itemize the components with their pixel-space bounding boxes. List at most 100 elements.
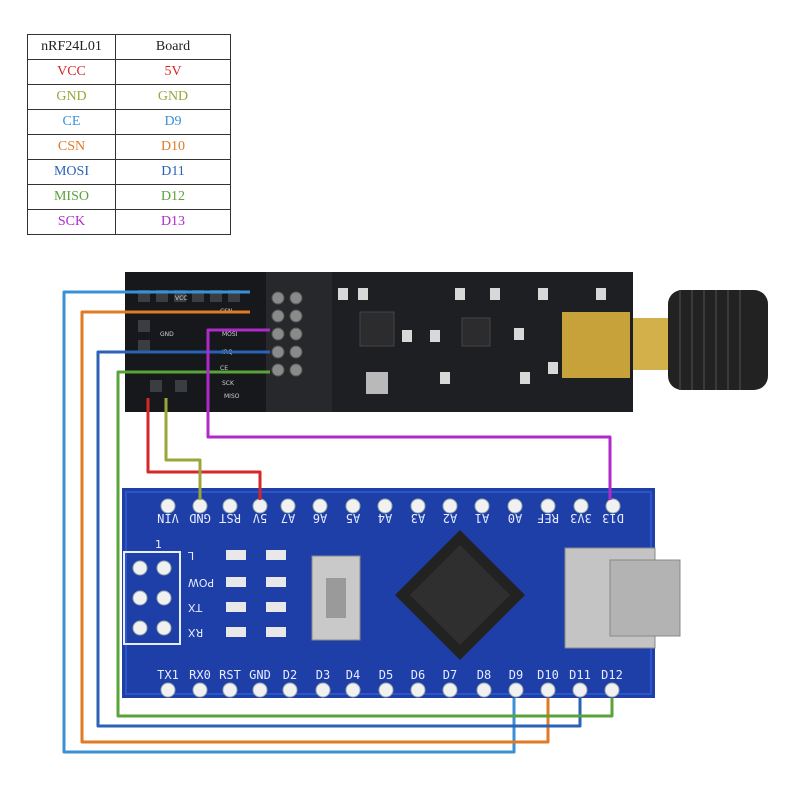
bottom-header-pin	[252, 682, 268, 698]
top-header-label: A4	[378, 511, 392, 525]
top-header-pin	[222, 498, 238, 514]
bottom-header-pin	[572, 682, 588, 698]
antenna-ridges	[679, 290, 741, 390]
bottom-header-label: D6	[411, 668, 425, 682]
bottom-header-label: D9	[509, 668, 523, 682]
board-pin-name: D12	[115, 184, 231, 210]
module-pin-label: GND	[160, 331, 174, 338]
smd-part	[440, 372, 450, 384]
module-pin	[271, 363, 285, 377]
crystal	[366, 372, 388, 394]
module-pin	[289, 363, 303, 377]
top-header-pin	[410, 498, 426, 514]
led-resistor	[266, 602, 286, 612]
module-pin	[289, 291, 303, 305]
board-pin-name: D9	[115, 109, 231, 135]
module-pin-name: MISO	[27, 184, 116, 210]
top-header-label: 5V	[253, 511, 267, 525]
top-header-pin	[573, 498, 589, 514]
bottom-header-label: D8	[477, 668, 491, 682]
smd-part	[520, 372, 530, 384]
module-pin-label: MOSI	[222, 331, 238, 338]
top-header-pin	[345, 498, 361, 514]
wire-d13	[206, 328, 612, 500]
led-resistor	[266, 627, 286, 637]
top-header-label: REF	[537, 511, 559, 525]
top-header-label: A5	[346, 511, 360, 525]
top-header-label: A2	[443, 511, 457, 525]
bottom-header-pin	[345, 682, 361, 698]
module-pin-label: CE	[220, 365, 228, 372]
jumper-wires	[62, 290, 614, 754]
top-header-label: A3	[411, 511, 425, 525]
bottom-header-pin	[508, 682, 524, 698]
wire-d9	[62, 290, 516, 754]
icsp-pin	[156, 620, 172, 636]
antenna	[668, 290, 768, 390]
bottom-header-label: RX0	[189, 668, 211, 682]
bottom-header-pin	[540, 682, 556, 698]
bottom-header-label: D3	[316, 668, 330, 682]
smd-part	[538, 288, 548, 300]
bottom-header-label: D5	[379, 668, 393, 682]
bottom-header-pin	[604, 682, 620, 698]
top-header-pin	[312, 498, 328, 514]
module-pad	[150, 380, 162, 392]
module-pin	[271, 309, 285, 323]
wire-5v	[146, 398, 262, 500]
top-header-pin	[605, 498, 621, 514]
board-pin-name: GND	[115, 84, 231, 110]
bottom-header-label: GND	[249, 668, 271, 682]
smd-part	[455, 288, 465, 300]
top-header-pin	[377, 498, 393, 514]
led	[226, 602, 246, 612]
top-header-label: RST	[219, 511, 241, 525]
top-header-pin	[192, 498, 208, 514]
module-pin	[289, 309, 303, 323]
smd-part	[358, 288, 368, 300]
module-pin	[271, 345, 285, 359]
sma-barrel	[633, 318, 669, 370]
bottom-header-pin	[315, 682, 331, 698]
sma-base	[562, 312, 630, 378]
led-resistor	[266, 577, 286, 587]
module-pin	[289, 345, 303, 359]
module-pin-name: CE	[27, 109, 116, 135]
module-pad	[175, 380, 187, 392]
smd-part	[514, 328, 524, 340]
bottom-header-label: D4	[346, 668, 360, 682]
top-header-pin	[160, 498, 176, 514]
wire-d12	[116, 370, 614, 718]
smd-part	[338, 288, 348, 300]
smd-part	[430, 330, 440, 342]
top-header-label: VIN	[157, 511, 179, 525]
bottom-header-label: RST	[219, 668, 241, 682]
smd-part	[548, 362, 558, 374]
led-label: POW	[188, 576, 214, 589]
led-label: TX	[188, 601, 204, 614]
board-pin-name: D10	[115, 134, 231, 160]
pa-chip	[461, 317, 491, 347]
top-header-label: A6	[313, 511, 327, 525]
icsp-header	[123, 551, 181, 645]
module-pin-label: SCK	[222, 380, 235, 387]
smd-part	[402, 330, 412, 342]
bottom-header-pin	[192, 682, 208, 698]
led-label: L	[187, 549, 194, 562]
led	[226, 550, 246, 560]
top-header-label: A1	[475, 511, 489, 525]
bottom-header-label: TX1	[157, 668, 179, 682]
microcontroller	[395, 530, 525, 660]
top-header-pin	[252, 498, 268, 514]
module-pin	[271, 291, 285, 305]
